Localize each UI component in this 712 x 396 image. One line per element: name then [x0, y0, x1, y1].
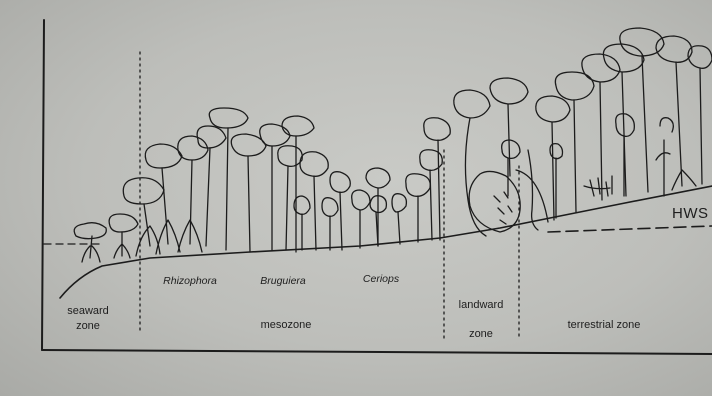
zone-label-seaward-line1: seaward	[56, 304, 120, 319]
species-label-ceriops: Ceriops	[354, 272, 408, 287]
seaward-trees	[74, 214, 138, 262]
left-axis	[42, 20, 44, 350]
water-level-right	[548, 226, 712, 232]
zone-label-mesozone: mesozone	[236, 318, 336, 333]
zone-label-landward-line1: landward	[444, 298, 518, 313]
zone-label-terrestrial: terrestrial zone	[544, 318, 664, 333]
bottom-axis	[42, 350, 712, 354]
zone-label-landward: landward zone	[444, 298, 518, 342]
bruguiera-trees	[231, 116, 350, 252]
zone-label-seaward: seaward zone	[56, 304, 120, 334]
water-level-label: HWS	[672, 206, 712, 221]
species-label-bruguiera: Bruguiera	[248, 274, 318, 289]
ceriops-trees	[352, 118, 451, 248]
species-label-rhizophora: Rhizophora	[152, 274, 228, 289]
terrestrial-trees	[550, 28, 712, 218]
rhizophora-trees	[123, 108, 248, 256]
zone-label-landward-line2: zone	[444, 327, 518, 342]
zone-label-seaward-line2: zone	[56, 319, 120, 334]
